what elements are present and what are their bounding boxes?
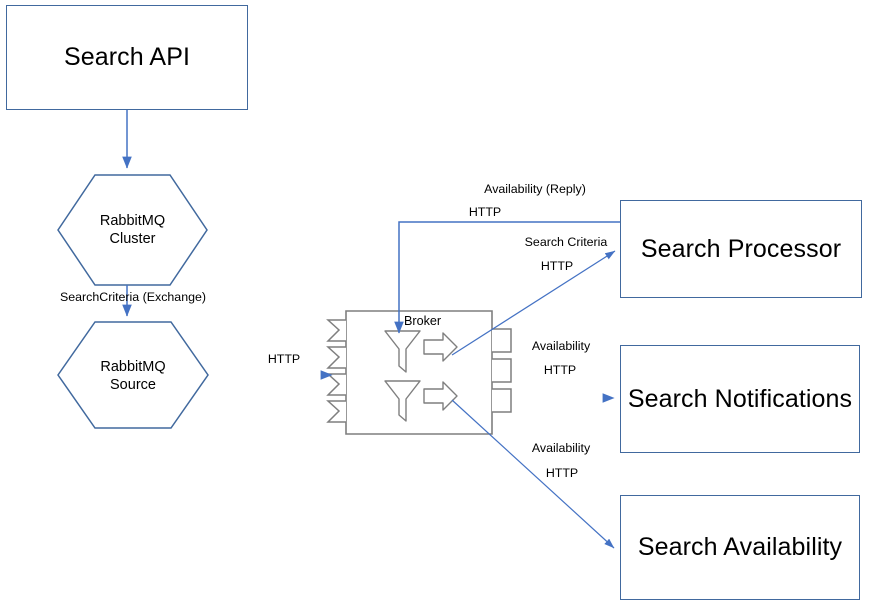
node-search-availability[interactable]: Search Availability	[620, 495, 860, 600]
edge-broker-to-availability	[451, 399, 615, 549]
edge-label-cluster-to-source: SearchCriteria (Exchange)	[60, 290, 206, 304]
node-search-notifications[interactable]: Search Notifications	[620, 345, 860, 453]
edge-label-broker-to-notifications-line1: Availability	[531, 339, 591, 353]
node-search-processor[interactable]: Search Processor	[620, 200, 862, 298]
edge-broker-to-processor	[451, 250, 616, 356]
node-rabbitmq-source-label: RabbitMQ Source	[58, 346, 208, 406]
rabbitmq-source-line2: Source	[110, 377, 156, 393]
edge-label-processor-reply-line2: HTTP	[468, 205, 502, 219]
rabbitmq-source-hexagon	[57, 321, 209, 429]
edge-label-processor-reply-line1: Availability (Reply)	[484, 182, 586, 196]
node-rabbitmq-cluster-label: RabbitMQ Cluster	[58, 200, 207, 260]
node-search-api-label: Search API	[63, 43, 191, 71]
edge-label-source-to-broker: HTTP	[267, 352, 301, 366]
broker-title: Broker	[404, 314, 442, 328]
rabbitmq-source-line1: RabbitMQ	[100, 358, 166, 375]
edge-processor-reply-to-broker	[394, 221, 620, 334]
edge-label-broker-to-processor-line2: HTTP	[540, 259, 574, 273]
rabbitmq-cluster-line2: Cluster	[109, 231, 156, 247]
rabbitmq-cluster-line1: RabbitMQ	[99, 212, 166, 229]
node-search-api[interactable]: Search API	[6, 5, 248, 110]
rabbitmq-cluster-hexagon	[57, 174, 208, 286]
broker-right-connectors	[492, 328, 512, 413]
node-search-processor-label: Search Processor	[640, 234, 842, 263]
broker-left-connectors	[326, 319, 346, 423]
node-search-availability-label: Search Availability	[637, 533, 843, 561]
edge-label-broker-to-availability-line1: Availability	[531, 441, 591, 455]
edge-label-broker-to-availability-line2: HTTP	[545, 466, 579, 480]
broker-filter-icon-2	[384, 380, 458, 422]
broker-body	[345, 310, 493, 435]
broker-filter-icon-1	[384, 330, 458, 373]
edge-label-broker-to-processor-line1: Search Criteria	[524, 235, 608, 249]
edge-label-broker-to-notifications-line2: HTTP	[543, 363, 577, 377]
node-search-notifications-label: Search Notifications	[627, 384, 853, 413]
